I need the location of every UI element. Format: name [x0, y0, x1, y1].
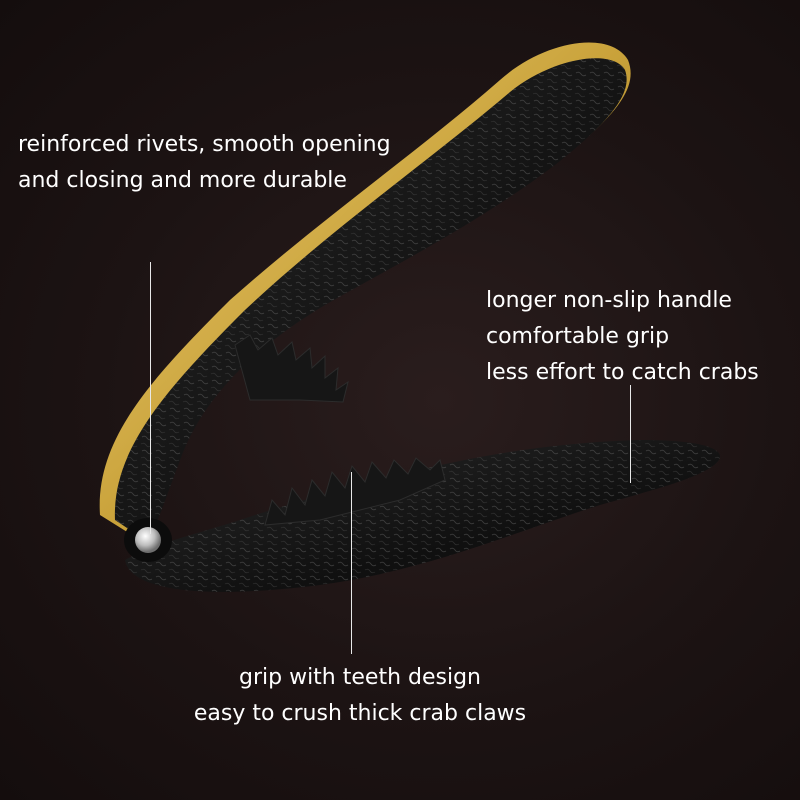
upper-arm: [99, 42, 631, 542]
callout-handle-line1: longer non-slip handle: [486, 288, 732, 313]
callout-teeth: grip with teeth design easy to crush thi…: [180, 660, 540, 732]
callout-rivets-line1: reinforced rivets, smooth opening: [18, 132, 391, 157]
lower-arm: [125, 440, 721, 592]
callout-teeth-line2: easy to crush thick crab claws: [193, 701, 527, 726]
callout-handle-line2: comfortable grip: [486, 324, 670, 349]
leader-line-handle: [630, 385, 631, 483]
leader-line-teeth: [351, 472, 352, 654]
leader-line-rivets: [150, 262, 151, 534]
callout-teeth-line1: grip with teeth design: [239, 665, 481, 690]
callout-rivets-line2: and closing and more durable: [18, 168, 347, 193]
rivet: [124, 518, 172, 562]
callout-handle-line3: less effort to catch crabs: [486, 360, 759, 385]
callout-handle: longer non-slip handle comfortable grip …: [486, 283, 759, 391]
callout-rivets: reinforced rivets, smooth opening and cl…: [18, 127, 391, 199]
